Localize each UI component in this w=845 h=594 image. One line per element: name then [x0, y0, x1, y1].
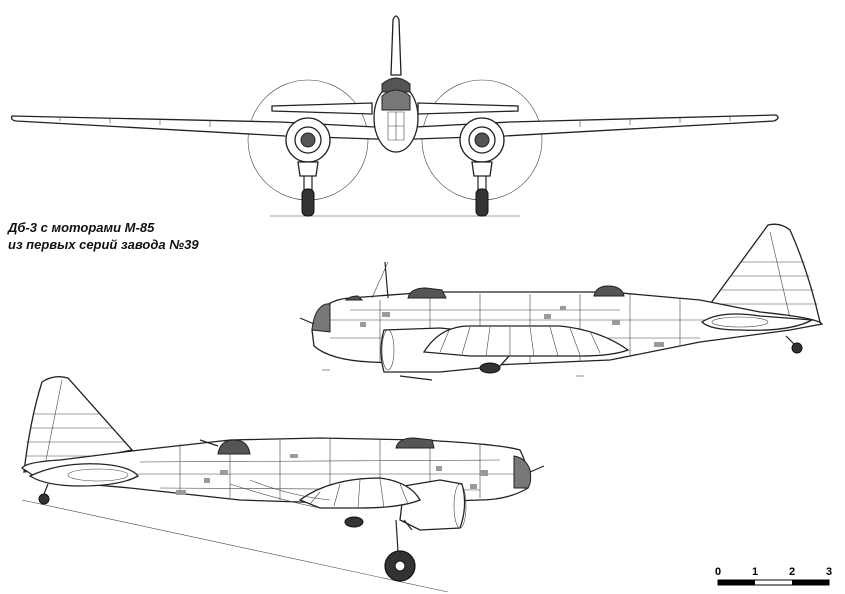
front-right-landing-gear: [475, 176, 489, 217]
upper-side-wing: [422, 325, 630, 357]
drawing-caption: Дб-3 с моторами М-85 из первых серий зав…: [8, 219, 199, 253]
upper-side-fin-ribs: [710, 231, 818, 319]
lower-side-main-gear-strut: [395, 519, 399, 553]
panel-shade: [560, 306, 566, 310]
lower-side-inner-wheel: [344, 516, 364, 528]
front-right-stabilizer: [417, 102, 519, 115]
upper-side-engine-cowl-ring: [381, 329, 395, 371]
upper-side-dorsal-turret: [593, 285, 625, 297]
lower-side-ground-slope: [21, 499, 449, 593]
caption-line-1: Дб-3 с моторами М-85: [8, 220, 155, 235]
lower-side-wing-root-lines: [229, 479, 331, 509]
scale-bar-segment-1: [718, 580, 755, 585]
upper-side-tail-wheel: [791, 342, 803, 354]
panel-shade: [220, 470, 228, 475]
panel-shade: [470, 484, 477, 489]
panel-shade: [436, 466, 442, 471]
upper-side-nose-gun: [299, 317, 315, 325]
scale-label-2: 2: [789, 566, 795, 578]
upper-side-main-wheel: [479, 362, 501, 374]
upper-side-wing-ribs: [439, 326, 601, 357]
lower-side-fin-ribs: [26, 379, 130, 471]
front-nose-glazing: [381, 89, 411, 111]
lower-side-cockpit-canopy: [395, 437, 435, 449]
upper-side-tail-wheel-strut: [785, 335, 795, 345]
panel-shade: [382, 312, 390, 317]
lower-side-propeller-blade: [403, 519, 413, 531]
side-view-lower: [21, 376, 545, 593]
front-left-stabilizer: [271, 102, 373, 115]
panel-shade: [480, 470, 488, 476]
upper-side-antenna-wire: [371, 261, 389, 299]
lower-side-nose-glazing: [513, 455, 532, 489]
lower-side-dorsal-turret: [217, 439, 251, 455]
right-engine-front: [459, 117, 505, 177]
lower-side-tail-wheel: [38, 493, 50, 505]
front-wing-panel-lines: [59, 117, 731, 127]
front-nose-frame: [387, 111, 405, 141]
upper-side-propeller-blade: [399, 375, 433, 381]
upper-side-vertical-fin: [698, 223, 821, 323]
scale-label-0: 0: [715, 566, 721, 578]
panel-shade: [612, 320, 620, 325]
scale-label-1: 1: [752, 566, 758, 578]
side-view-upper: [299, 223, 824, 381]
panel-shade: [654, 342, 664, 347]
upper-side-nose-glazing: [311, 303, 331, 333]
upper-side-cockpit-canopy: [407, 287, 447, 299]
front-vertical-fin: [390, 15, 402, 76]
front-view: [10, 15, 779, 217]
lower-side-wing: [298, 477, 421, 509]
panel-shade: [176, 490, 186, 495]
upper-side-stabilizer: [700, 313, 815, 331]
front-top-turret: [381, 77, 411, 93]
upper-side-nav-hatch: [344, 295, 364, 301]
panel-shade: [360, 322, 366, 327]
left-engine-front: [285, 117, 331, 177]
panel-shade: [544, 314, 551, 319]
lower-side-engine-nacelle: [399, 479, 466, 531]
lower-side-nose-gun: [529, 465, 545, 473]
front-left-landing-gear: [301, 176, 315, 217]
panel-shade: [204, 478, 210, 483]
lower-side-main-wheel-hub: [394, 560, 406, 572]
scale-bar: 0 1 2 3: [715, 566, 832, 586]
upper-side-stabilizer-inner: [711, 316, 769, 328]
scale-label-3: 3: [826, 566, 832, 578]
scale-bar-segment-3: [792, 580, 829, 585]
lower-side-engine-cowl-ring: [453, 483, 467, 529]
lower-side-tail-wheel-strut: [43, 483, 49, 495]
caption-line-2: из первых серий завода №39: [8, 237, 199, 252]
panel-shade: [290, 454, 298, 458]
lower-side-turret-gun: [199, 439, 219, 447]
lower-side-stabilizer-inner: [67, 468, 129, 482]
